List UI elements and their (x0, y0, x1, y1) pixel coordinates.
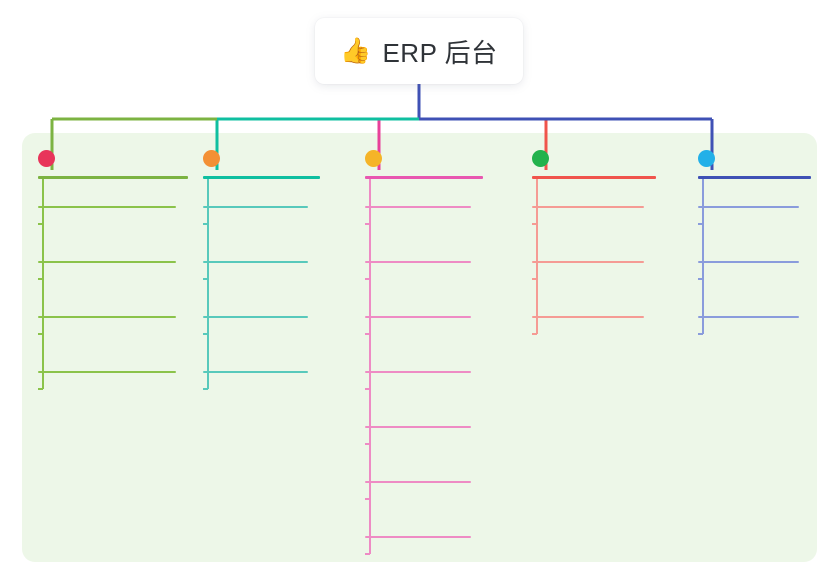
branch-header-5[interactable] (698, 146, 811, 170)
branch-number-badge (38, 149, 55, 167)
branch-number-badge (532, 149, 549, 167)
leaf-item[interactable] (203, 257, 308, 263)
branch-header-4[interactable] (532, 146, 656, 170)
leaf-item[interactable] (532, 257, 644, 263)
leaf-underline (532, 261, 644, 263)
leaf-item[interactable] (365, 257, 471, 263)
branch-underline (38, 176, 188, 179)
leaf-underline (365, 481, 471, 483)
root-node-card[interactable]: 👍 ERP 后台 (315, 18, 523, 84)
thumbs-up-icon: 👍 (340, 36, 372, 65)
leaf-item[interactable] (532, 312, 644, 318)
branch-underline (365, 176, 483, 179)
branch-column-5 (698, 146, 811, 318)
branch-column-4 (532, 146, 656, 318)
leaf-underline (203, 371, 308, 373)
leaf-item[interactable] (365, 367, 471, 373)
leaf-underline (698, 261, 799, 263)
leaf-item[interactable] (365, 532, 471, 538)
leaf-underline (365, 371, 471, 373)
leaf-item[interactable] (532, 202, 644, 208)
leaf-underline (365, 426, 471, 428)
branch-underline (203, 176, 320, 179)
leaf-item[interactable] (38, 312, 176, 318)
leaf-item[interactable] (365, 422, 471, 428)
diagram-panel (22, 133, 817, 562)
root-node-title: ERP 后台 (382, 37, 498, 68)
leaf-underline (698, 316, 799, 318)
leaf-item[interactable] (698, 257, 799, 263)
leaf-item[interactable] (698, 202, 799, 208)
branch-number-badge (203, 149, 220, 167)
leaf-item[interactable] (203, 367, 308, 373)
leaf-underline (365, 316, 471, 318)
leaf-underline (698, 206, 799, 208)
leaf-item[interactable] (203, 202, 308, 208)
leaf-underline (532, 316, 644, 318)
branch-number-badge (365, 149, 382, 167)
branch-column-3 (365, 146, 483, 538)
leaf-underline (203, 316, 308, 318)
leaf-underline (365, 536, 471, 538)
leaf-underline (38, 316, 176, 318)
leaf-item[interactable] (698, 312, 799, 318)
branch-column-1 (38, 146, 188, 373)
branch-number-badge (698, 149, 715, 167)
leaf-underline (203, 206, 308, 208)
branch-underline (532, 176, 656, 179)
leaf-underline (38, 371, 176, 373)
leaf-item[interactable] (38, 202, 176, 208)
leaf-item[interactable] (365, 312, 471, 318)
leaf-item[interactable] (38, 367, 176, 373)
leaf-underline (532, 206, 644, 208)
branch-underline (698, 176, 811, 179)
leaf-underline (38, 206, 176, 208)
leaf-item[interactable] (38, 257, 176, 263)
branch-column-2 (203, 146, 320, 373)
leaf-underline (38, 261, 176, 263)
leaf-underline (203, 261, 308, 263)
leaf-underline (365, 206, 471, 208)
branch-header-1[interactable] (38, 146, 188, 170)
branch-header-3[interactable] (365, 146, 483, 170)
branch-header-2[interactable] (203, 146, 320, 170)
leaf-item[interactable] (365, 477, 471, 483)
leaf-underline (365, 261, 471, 263)
leaf-item[interactable] (365, 202, 471, 208)
leaf-item[interactable] (203, 312, 308, 318)
